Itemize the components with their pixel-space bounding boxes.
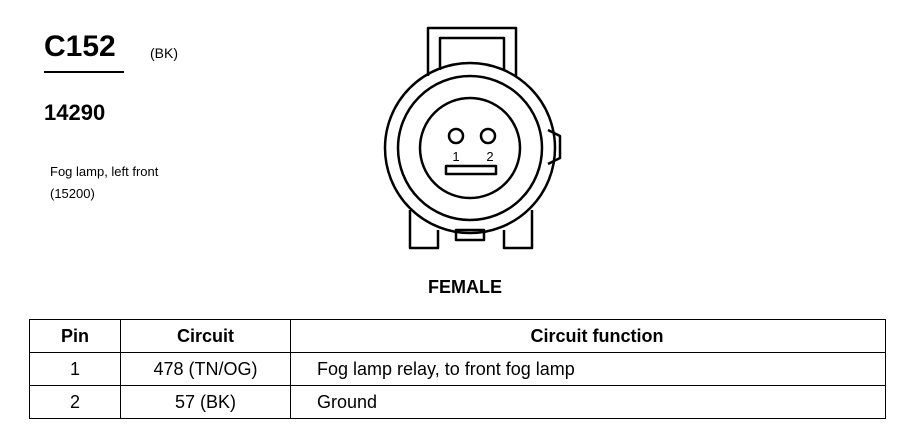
connector-color: (BK) bbox=[150, 45, 178, 61]
column-header-circuit: Circuit bbox=[120, 319, 291, 353]
connector-top-tab-inner bbox=[438, 36, 506, 70]
column-header-pin: Pin bbox=[29, 319, 121, 353]
circuit-cell: 478 (TN/OG) bbox=[120, 352, 291, 386]
table-row: 1 478 (TN/OG) Fog lamp relay, to front f… bbox=[29, 352, 886, 386]
connector-body-inner bbox=[396, 74, 544, 222]
connector-id: C152 bbox=[44, 30, 116, 63]
circuit-cell: 57 (BK) bbox=[120, 385, 291, 419]
connector-face-diagram: 1 2 bbox=[383, 26, 562, 250]
connector-body-outer bbox=[383, 61, 557, 235]
pin-1-label: 1 bbox=[452, 149, 459, 164]
connector-top-tab bbox=[426, 26, 518, 76]
part-number: 14290 bbox=[44, 100, 106, 125]
connector-id-underline bbox=[44, 71, 124, 73]
pin-1-cavity bbox=[447, 127, 465, 145]
pin-table: Pin Circuit Circuit function 1 478 (TN/O… bbox=[29, 319, 886, 419]
column-header-circuit-function: Circuit function bbox=[290, 319, 886, 353]
connector-description: Fog lamp, left front bbox=[50, 164, 159, 179]
connector-gender: FEMALE bbox=[428, 277, 502, 297]
pin-table-header-row: Pin Circuit Circuit function bbox=[29, 319, 886, 353]
connector-keyway-slot bbox=[444, 164, 498, 176]
circuit-function-cell: Fog lamp relay, to front fog lamp bbox=[290, 352, 886, 386]
pin-2-label: 2 bbox=[486, 149, 493, 164]
pin-2-cavity bbox=[479, 127, 497, 145]
table-row: 2 57 (BK) Ground bbox=[29, 385, 886, 419]
connector-description-ref: (15200) bbox=[50, 186, 95, 201]
pin-cell: 1 bbox=[29, 352, 121, 386]
connector-bottom-key bbox=[454, 228, 486, 242]
circuit-function-cell: Ground bbox=[290, 385, 886, 419]
connector-face bbox=[418, 96, 522, 200]
connector-bottom-legs bbox=[408, 210, 534, 250]
pin-cell: 2 bbox=[29, 385, 121, 419]
